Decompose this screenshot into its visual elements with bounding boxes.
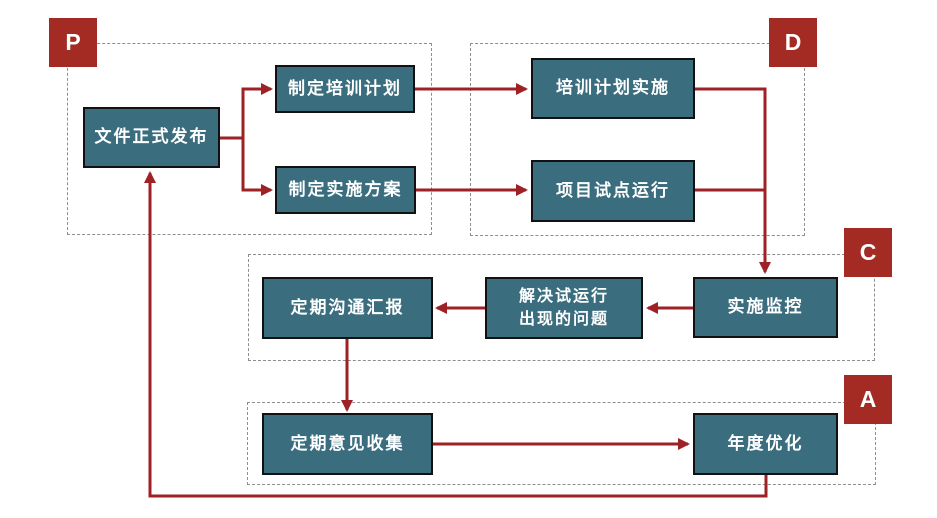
node-training-impl-label: 培训计划实施 <box>556 78 670 98</box>
node-comm-report: 定期沟通汇报 <box>262 277 433 339</box>
node-make-impl-plan-label: 制定实施方案 <box>288 179 403 199</box>
node-opinion-collect-label: 定期意见收集 <box>290 433 405 453</box>
node-pilot-run: 项目试点运行 <box>531 160 695 222</box>
badge-plan: P <box>49 18 97 67</box>
node-training-impl: 培训计划实施 <box>531 58 695 119</box>
node-solve-problems-line2: 出现的问题 <box>518 311 609 328</box>
node-make-training-plan-label: 制定培训计划 <box>288 78 402 98</box>
region-act <box>247 402 876 485</box>
arrow-do-to-impl-monitor <box>695 87 771 274</box>
arrow-feedback-annual-optimize-to-doc-release <box>144 171 768 498</box>
region-check <box>248 254 875 361</box>
arrow-doc-release-branch <box>220 87 245 192</box>
badge-do-label: D <box>784 29 802 55</box>
node-opinion-collect: 定期意见收集 <box>262 413 433 475</box>
node-document-release: 文件正式发布 <box>83 107 220 168</box>
node-annual-optimize: 年度优化 <box>693 413 838 475</box>
node-make-training-plan: 制定培训计划 <box>275 65 415 113</box>
node-comm-report-label: 定期沟通汇报 <box>290 297 405 317</box>
node-solve-problems: 解决试运行 出现的问题 <box>485 277 643 339</box>
node-document-release-label: 文件正式发布 <box>94 127 209 147</box>
badge-check-label: C <box>859 239 877 265</box>
region-do <box>470 43 805 236</box>
node-impl-monitor: 实施监控 <box>693 277 838 338</box>
node-pilot-run-label: 项目试点运行 <box>556 180 670 200</box>
badge-act-label: A <box>859 386 877 412</box>
node-annual-optimize-label: 年度优化 <box>727 433 804 453</box>
region-plan <box>67 43 432 235</box>
node-solve-problems-line1: 解决试运行 <box>518 287 609 305</box>
badge-act: A <box>844 375 892 424</box>
badge-check: C <box>844 228 892 277</box>
node-make-impl-plan: 制定实施方案 <box>275 166 416 214</box>
badge-plan-label: P <box>65 29 81 55</box>
badge-do: D <box>769 18 817 67</box>
node-impl-monitor-label: 实施监控 <box>727 297 804 317</box>
